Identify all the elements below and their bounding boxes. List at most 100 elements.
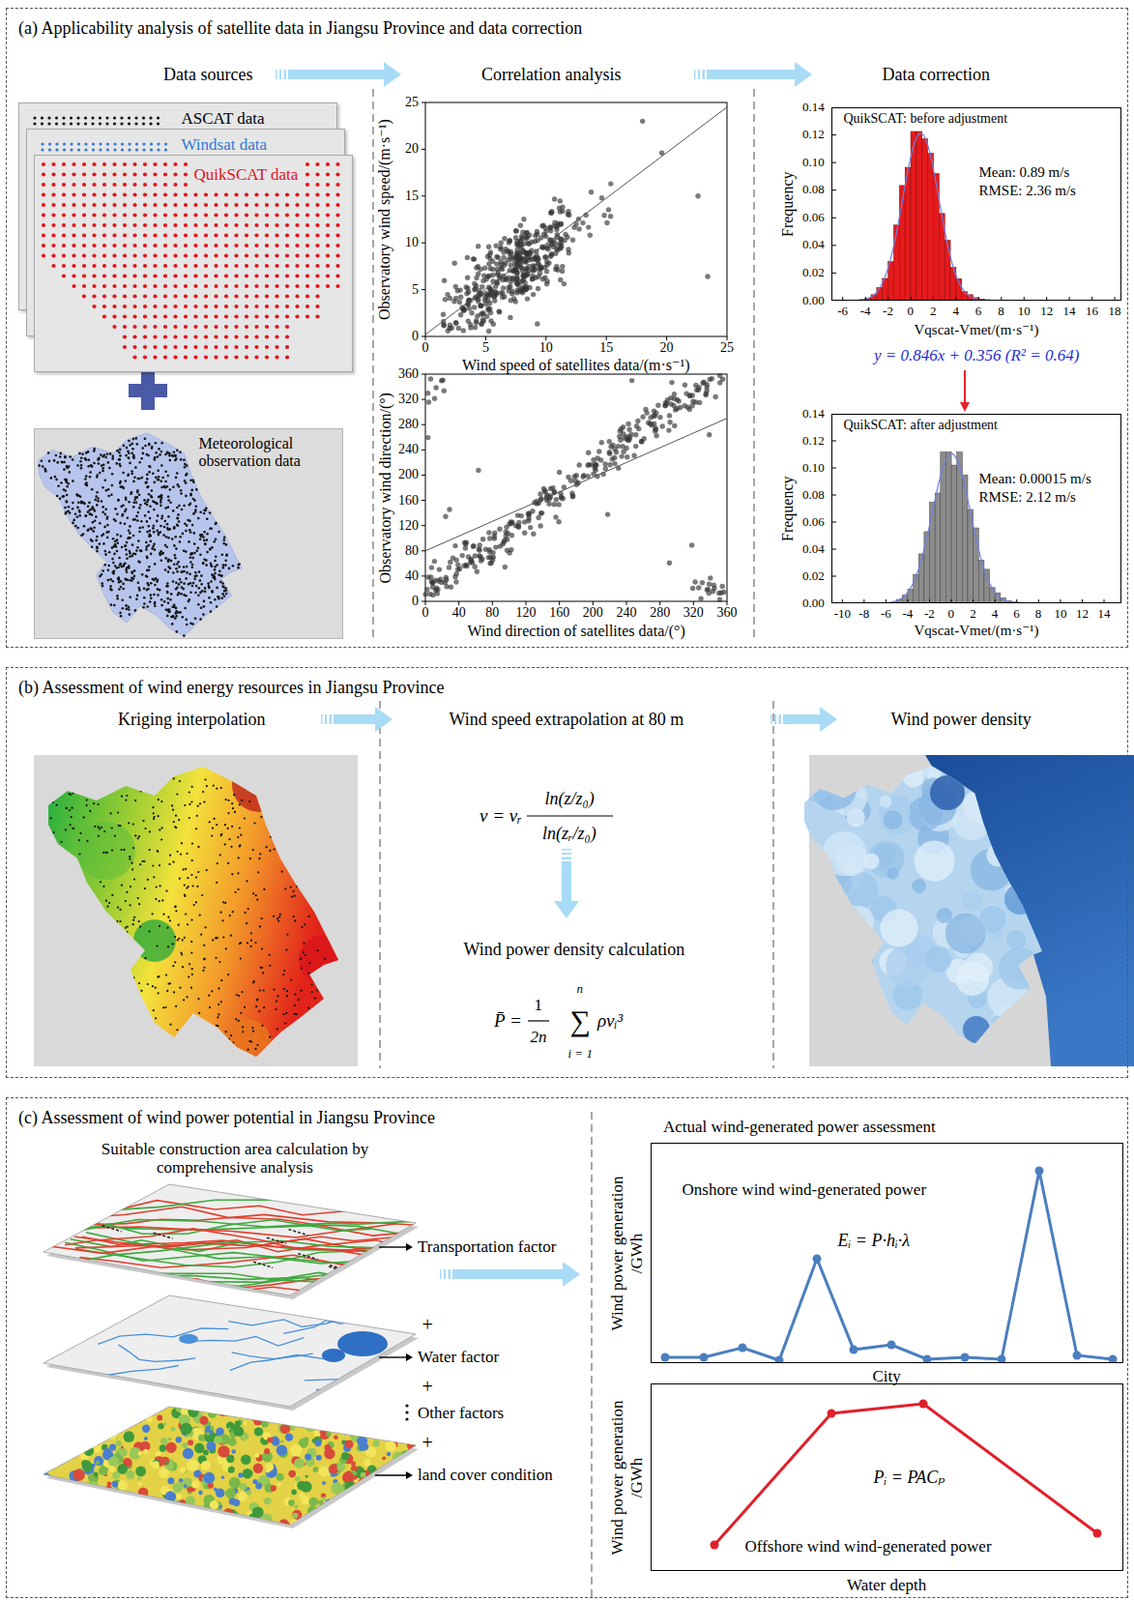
land-patch [39, 1474, 53, 1487]
land-patch [175, 1521, 182, 1528]
scatter-point [514, 270, 520, 276]
land-patch [229, 1477, 241, 1489]
station-dot [177, 937, 180, 940]
land-patch [169, 1503, 175, 1510]
station-dot [256, 899, 259, 902]
land-patch [159, 1444, 167, 1452]
fraction-bar [526, 814, 613, 816]
scatter-point [467, 321, 473, 327]
flow-arrow [553, 848, 580, 919]
scatter-point [558, 221, 564, 227]
land-patch [205, 1431, 210, 1436]
station-dot [125, 930, 128, 933]
density-patch [873, 1005, 887, 1018]
station-dot [171, 804, 174, 807]
scatter-point [539, 510, 545, 516]
scatter-point [544, 281, 550, 287]
tick-mark [421, 374, 426, 376]
land-patch [364, 1497, 377, 1510]
station-dot [155, 885, 158, 888]
road-line [91, 1286, 470, 1300]
land-patch [112, 1513, 118, 1520]
station-dot [244, 911, 247, 914]
station-dot [129, 903, 132, 906]
scatter-point [488, 318, 494, 323]
scatter-point [480, 310, 486, 316]
arrow-body [333, 714, 376, 725]
land-patch [60, 1443, 72, 1454]
station-dot [191, 785, 194, 788]
scatter-point [577, 462, 582, 467]
arrow-body [706, 69, 795, 80]
tick-mark [726, 601, 728, 606]
station-dot [117, 824, 120, 827]
scatter-point [618, 453, 624, 459]
station-dot [175, 792, 178, 795]
scatter-point [492, 297, 497, 303]
land-patch [69, 1416, 81, 1427]
land-patch [145, 1416, 153, 1424]
density-patch [821, 918, 869, 965]
land-patch [118, 1512, 129, 1522]
land-patch [201, 1460, 211, 1471]
land-patch [68, 1416, 80, 1427]
scatter-point [585, 224, 591, 230]
land-patch [202, 1514, 211, 1524]
land-patch [209, 1425, 215, 1431]
land-patch [394, 1517, 404, 1527]
land-patch [276, 1402, 285, 1411]
land-patch [107, 1482, 113, 1487]
station-dot [247, 1048, 250, 1051]
station-dot [195, 827, 198, 830]
scatter-point [706, 581, 712, 587]
land-patch [83, 1516, 96, 1530]
scatter-point [557, 198, 563, 204]
station-dot [192, 884, 195, 887]
lake-area [178, 1334, 199, 1344]
station-dot [269, 836, 272, 839]
station-dot [133, 877, 136, 880]
land-patch [194, 1443, 205, 1454]
station-dot [250, 939, 253, 942]
station-dot [259, 925, 262, 928]
station-dot [151, 864, 154, 867]
land-patch [204, 1425, 214, 1435]
land-patch [135, 1521, 147, 1534]
station-dot [238, 942, 241, 945]
scatter-point [657, 414, 663, 420]
station-dot [99, 880, 102, 883]
divider-line [372, 88, 374, 640]
station-dot [301, 926, 304, 929]
layer-content [37, 1401, 426, 1535]
land-patch [375, 1507, 386, 1518]
station-dot [161, 826, 164, 829]
station-dot [173, 820, 175, 823]
land-patch [316, 1454, 322, 1461]
land-patch [338, 1520, 350, 1533]
station-dot [116, 906, 119, 909]
station-dot [128, 858, 131, 861]
land-patch [52, 1436, 59, 1443]
density-patch [850, 978, 877, 1005]
rail-line [328, 1266, 349, 1273]
scatter-point [486, 244, 492, 250]
station-dot [172, 861, 175, 864]
scatter-point [440, 321, 446, 327]
scatter-point [460, 552, 466, 558]
scatter-point [456, 325, 462, 331]
land-patch [175, 1493, 182, 1500]
land-patch [243, 1421, 248, 1425]
land-patch [237, 1516, 243, 1522]
station-dot [118, 908, 121, 911]
station-dot [179, 853, 182, 856]
station-dot [148, 830, 151, 833]
land-patch [205, 1405, 219, 1419]
land-patch [85, 1507, 93, 1515]
scatter-point [518, 223, 524, 229]
station-dot [237, 856, 240, 859]
land-patch [385, 1441, 397, 1453]
scatter-point [629, 378, 635, 383]
scatter-point [478, 321, 484, 327]
scatter-point [530, 291, 536, 297]
scatter-point [545, 246, 551, 252]
